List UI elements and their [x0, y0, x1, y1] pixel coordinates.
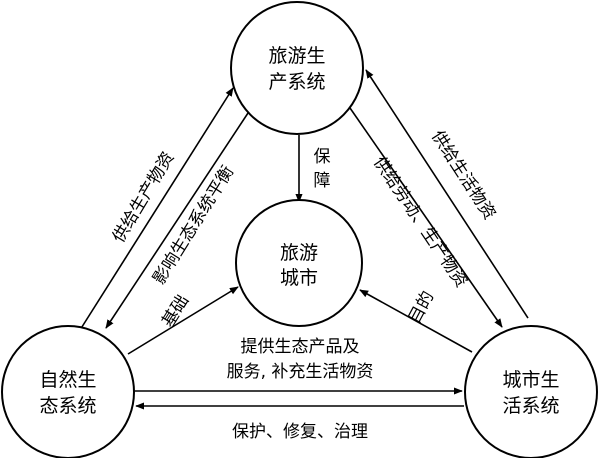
node-natural-eco-line2: 态系统: [39, 395, 96, 417]
edge-supply-production: [79, 87, 234, 331]
edge-supply-living: [365, 69, 529, 319]
edge-supply-labor: [349, 107, 503, 328]
node-tourism-production: 旅游生 产系统: [230, 1, 364, 135]
node-tourism-city-line2: 城市: [280, 267, 318, 289]
node-natural-eco-line1: 自然生: [39, 369, 96, 391]
label-guarantee-2: 障: [314, 171, 331, 191]
node-tourism-production-line2: 产系统: [268, 71, 325, 93]
label-guarantee-1: 保: [314, 147, 331, 167]
label-supply-production: 供给生产物资: [109, 149, 179, 247]
node-natural-eco: 自然生 态系统: [1, 325, 135, 458]
node-tourism-city-line1: 旅游: [280, 242, 318, 264]
node-urban-life-line2: 活系统: [502, 395, 559, 417]
node-urban-life-line1: 城市生: [502, 369, 559, 391]
node-tourism-city: 旅游 城市: [235, 199, 363, 327]
label-purpose: 目的: [405, 288, 439, 327]
label-supply-living: 供给生活物资: [427, 127, 499, 223]
node-urban-life: 城市生 活系统: [464, 325, 598, 458]
label-protect: 保护、修复、治理: [232, 422, 368, 442]
label-eco-products-2: 服务, 补充生活物资: [227, 362, 374, 382]
edge-affect-balance: [105, 109, 251, 329]
label-eco-products-1: 提供生态产品及: [241, 337, 360, 357]
node-tourism-production-line1: 旅游生: [268, 45, 325, 67]
edge-foundation: [127, 286, 239, 355]
edge-purpose: [359, 289, 473, 353]
label-foundation: 基础: [158, 292, 193, 331]
